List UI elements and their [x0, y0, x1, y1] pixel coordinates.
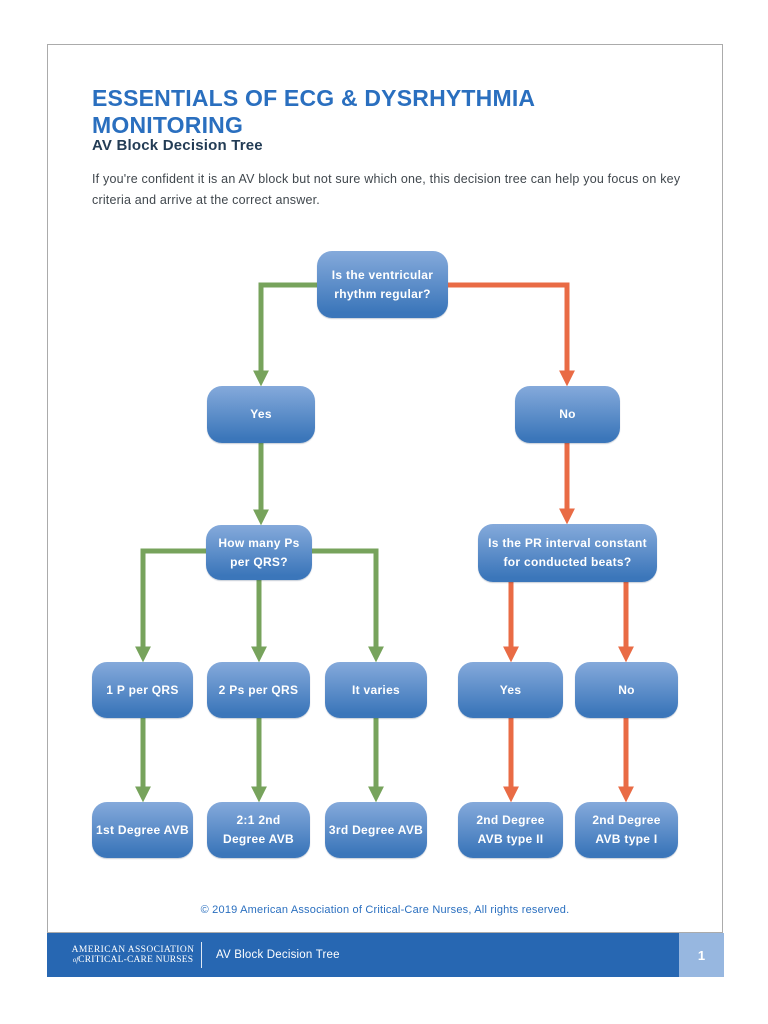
node-yes-left: Yes: [207, 386, 315, 443]
node-no-right: No: [515, 386, 620, 443]
node-21-2nd-degree-avb: 2:1 2nd Degree AVB: [207, 802, 310, 858]
document-page: ESSENTIALS OF ECG & DYSRHYTHMIA MONITORI…: [47, 44, 723, 933]
logo-of: of: [72, 956, 79, 964]
decision-tree-diagram: Is the ventricular rhythm regular? Yes N…: [48, 45, 722, 932]
intro-paragraph: If you're confident it is an AV block bu…: [92, 172, 681, 207]
node-it-varies: It varies: [325, 662, 427, 718]
flow-arrows: [134, 282, 635, 803]
logo-line2-text: CRITICAL-CARE NURSES: [78, 955, 194, 965]
node-2ps-per-qrs: 2 Ps per QRS: [207, 662, 310, 718]
edge-top-to-no: [448, 282, 576, 387]
node-2nd-degree-avb-type2: 2nd Degree AVB type II: [458, 802, 563, 858]
node-yes-right: Yes: [458, 662, 563, 718]
node-2nd-degree-avb-type1: 2nd Degree AVB type I: [575, 802, 678, 858]
edge-to-1p-per-qrs: [134, 548, 206, 663]
footer-divider: [201, 942, 202, 968]
page-subtitle: AV Block Decision Tree: [92, 137, 263, 154]
logo-line2: ofCRITICAL-CARE NURSES: [71, 955, 195, 965]
node-pr-interval-question: Is the PR interval constant for conducte…: [478, 524, 657, 582]
node-how-many-ps-question: How many Ps per QRS?: [206, 525, 312, 580]
page-number-badge: 1: [679, 933, 724, 977]
node-ventricular-rhythm-question: Is the ventricular rhythm regular?: [317, 251, 448, 318]
node-no-far-right: No: [575, 662, 678, 718]
footer-doc-title: AV Block Decision Tree: [216, 949, 340, 961]
edge-top-to-yes: [252, 282, 317, 387]
page-title: ESSENTIALS OF ECG & DYSRHYTHMIA MONITORI…: [92, 85, 535, 138]
copyright-line: © 2019 American Association of Critical-…: [200, 904, 570, 916]
node-1st-degree-avb: 1st Degree AVB: [92, 802, 193, 858]
logo-line1: AMERICAN ASSOCIATION: [71, 945, 195, 955]
aacn-logo: AMERICAN ASSOCIATION ofCRITICAL-CARE NUR…: [71, 945, 195, 965]
node-1p-per-qrs: 1 P per QRS: [92, 662, 193, 718]
node-3rd-degree-avb: 3rd Degree AVB: [325, 802, 427, 858]
footer-bar: AMERICAN ASSOCIATION ofCRITICAL-CARE NUR…: [47, 933, 724, 977]
edge-to-it-varies: [312, 548, 385, 663]
